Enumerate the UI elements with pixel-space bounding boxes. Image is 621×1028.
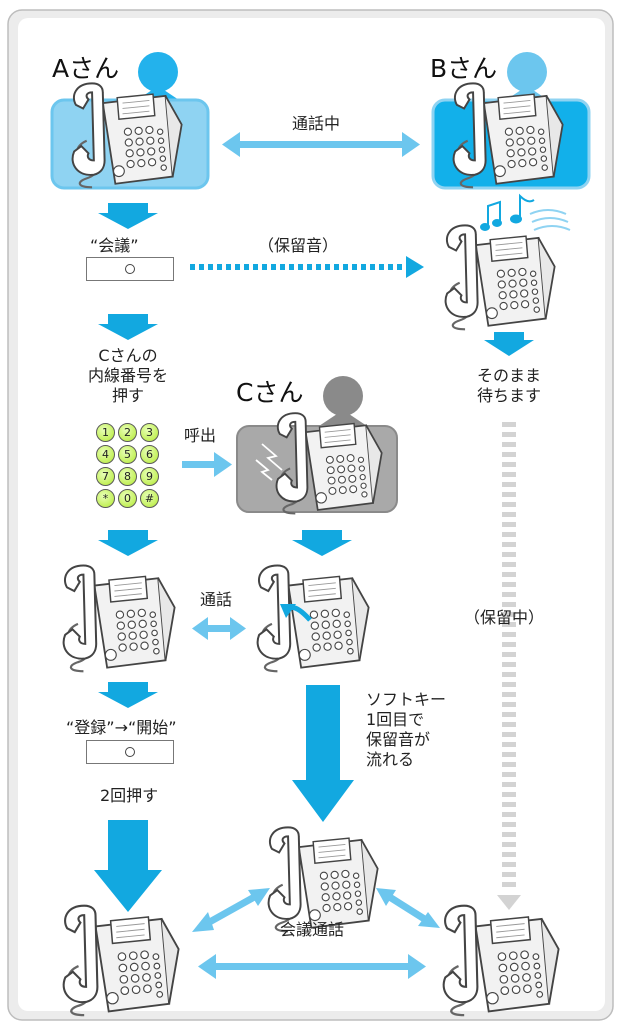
conference-arrow-ab [198,954,426,979]
dial-c-line-1: Cさんの [98,346,158,365]
keypad-key: 9 [140,467,159,486]
keypad-key: 7 [96,467,115,486]
down-arrow-b [484,332,534,356]
talking-label: 通話中 [292,114,341,133]
softkey-note-line-2: 1回目で [366,710,425,729]
press-twice-label: 2回押す [100,786,159,805]
keypad-key: 2 [118,423,137,442]
keypad-key: 0 [118,489,137,508]
keypad-key: 3 [140,423,159,442]
register-start-key-button [86,740,174,764]
conference-arrow-ac [192,888,270,932]
call-out-arrow [182,452,232,477]
keypad-key: # [140,489,159,508]
keypad-key: * [96,489,115,508]
talk-arrow [192,617,246,640]
softkey-note-line-4: 流れる [366,750,415,769]
ringing-icon [255,443,283,481]
keypad-key: 1 [96,423,115,442]
wait-line-1: そのまま [476,366,541,385]
conference-key-label: “会議” [90,236,139,255]
call-out-label: 呼出 [184,426,217,445]
person-b-name: Bさん [430,54,498,83]
person-a-name: Aさん [52,54,120,83]
conference-key-button [86,257,174,281]
down-arrow-1 [98,203,158,229]
down-arrow-4 [98,682,158,708]
conference-call-label: 会議通話 [280,920,345,939]
softkey-note-line-3: 保留音が [366,730,431,749]
dial-c-line-3: 押す [111,386,144,405]
keypad-key: 4 [96,445,115,464]
hold-press-arrowhead [280,604,296,618]
big-down-arrow-a [94,820,162,912]
softkey-note-line-1: ソフトキー [366,690,447,709]
wait-line-2: 待ちます [476,386,541,405]
conference-arrow-bc [376,888,440,928]
hold-tone-label: （保留音） [258,236,339,255]
dial-c-line-2: 内線番号を [87,366,168,385]
register-start-label: “登録”→“開始” [66,718,177,737]
down-arrow-2 [98,314,158,340]
keypad-key: 5 [118,445,137,464]
keypad-key: 8 [118,467,137,486]
talking-arrow [222,132,420,157]
big-down-arrow-c [292,685,354,822]
on-hold-label: （保留中） [464,608,545,627]
down-arrow-3 [98,530,158,556]
down-arrow-c [292,530,352,556]
person-c-name: Cさん [236,378,304,407]
on-hold-arrow [497,422,521,910]
talk-label: 通話 [200,590,233,609]
music-notes-icon [480,193,571,231]
keypad-key: 6 [140,445,159,464]
hold-tone-arrow [190,256,424,278]
